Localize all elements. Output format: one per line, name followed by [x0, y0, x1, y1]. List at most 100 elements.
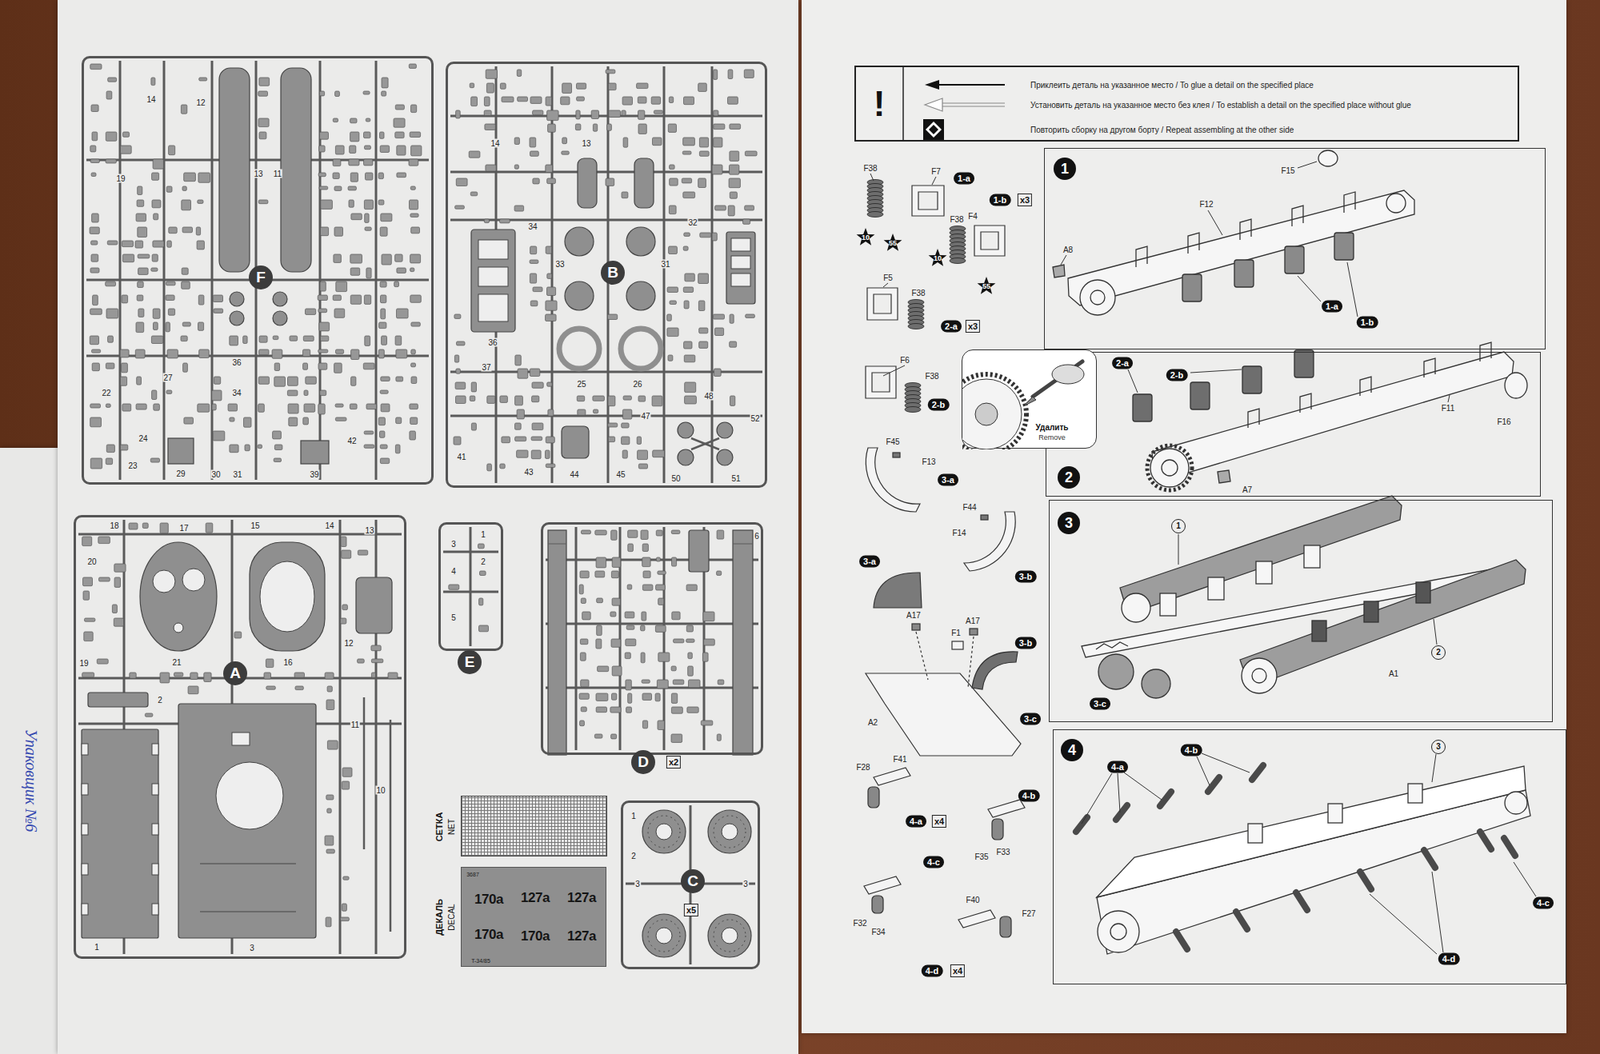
sprue-runner — [711, 66, 714, 484]
sprue-part — [612, 693, 617, 700]
text-anchor: 1 — [93, 943, 100, 952]
sprue-part — [626, 227, 656, 256]
sprue-part — [478, 544, 485, 549]
step-drawing — [1150, 448, 1189, 488]
text-anchor: 31 — [660, 260, 671, 269]
sprue-part — [456, 396, 467, 404]
sprue-part — [581, 530, 592, 535]
sprue-part — [99, 577, 111, 582]
sprue-part — [371, 645, 381, 652]
sprue-part — [668, 124, 676, 132]
sprue-part — [272, 311, 288, 326]
sprue-part — [380, 444, 388, 449]
sprue-runner — [389, 720, 392, 932]
sprue-part — [393, 118, 405, 128]
text-anchor: 2 — [1431, 645, 1446, 660]
text-anchor: 1 — [630, 812, 637, 821]
sprue-part — [547, 382, 552, 387]
text-anchor: F32 — [852, 919, 868, 928]
sprue-part — [548, 530, 567, 756]
part-name: F44 — [961, 503, 977, 512]
step-drawing — [1248, 342, 1492, 428]
sprue-part — [628, 693, 632, 704]
sprue-part-detail — [721, 824, 738, 840]
sprue-part — [580, 720, 585, 727]
sprue-part — [469, 396, 476, 402]
sprue-part — [378, 172, 384, 180]
sprue-part — [380, 227, 388, 236]
text-anchor: 12 — [195, 98, 206, 108]
sprue-part — [561, 151, 570, 155]
sprue-part — [396, 172, 407, 178]
step-number: 4 — [1060, 739, 1084, 762]
text-anchor: F6 — [899, 356, 911, 365]
sprue-part — [456, 178, 468, 187]
sprue-part — [136, 322, 144, 333]
step-drawing — [1052, 264, 1065, 278]
sprue-part — [576, 396, 584, 402]
sprue-part — [266, 686, 276, 690]
sprue-part — [729, 314, 734, 324]
sprue-part — [686, 639, 695, 643]
sprue-part — [350, 254, 363, 264]
sprue-part — [545, 164, 553, 172]
sprue-frame: E — [438, 522, 504, 652]
text-anchor: 50 — [670, 474, 681, 484]
text-anchor: 52 — [749, 414, 760, 424]
sprue-part — [257, 444, 262, 449]
step-drawing — [1312, 620, 1327, 642]
sprue-part — [343, 876, 349, 880]
sprue-part — [380, 132, 385, 139]
part-number: 14 — [145, 95, 156, 104]
text-anchor: 23 — [127, 461, 138, 471]
sprue-part — [728, 69, 733, 80]
text-anchor: x4 — [950, 964, 965, 978]
sprue-part — [677, 449, 694, 466]
sprue-part — [300, 440, 329, 464]
sprue-part — [610, 707, 621, 713]
sprue-part — [622, 409, 632, 420]
part-drawing — [964, 512, 1016, 572]
spring-part — [949, 258, 966, 264]
sprue-part — [229, 336, 239, 346]
sprue-part-detail — [721, 928, 738, 944]
step-drawing — [1364, 601, 1379, 623]
text-anchor: 1-b — [1356, 316, 1379, 329]
sprue-runner — [443, 591, 499, 594]
text-anchor: D — [631, 750, 656, 775]
sprue-frame: Dx2 — [540, 522, 764, 756]
part-drawing — [988, 800, 1025, 818]
text-anchor: F45 — [884, 437, 900, 447]
part-number: 3 — [634, 880, 641, 889]
sprue-part — [138, 268, 149, 275]
part-number: 3 — [248, 944, 256, 953]
text-anchor: 1-b — [989, 194, 1012, 207]
step-drawing — [1161, 460, 1178, 476]
text-anchor: 3 — [248, 944, 256, 953]
sprue-part — [81, 729, 159, 939]
step-drawing — [1294, 350, 1314, 378]
sprue-part — [380, 404, 390, 412]
sprue-part — [408, 159, 419, 166]
text-anchor: A1 — [1388, 669, 1400, 679]
sprue-part — [121, 295, 128, 304]
step-drawing — [1284, 246, 1304, 274]
sprue-part — [652, 450, 665, 458]
sprue-part — [90, 308, 103, 315]
sprue-part — [409, 132, 420, 138]
sprue-part — [531, 450, 541, 460]
substep-callout: 4-a — [1107, 761, 1128, 774]
sprue-part — [652, 137, 663, 146]
text-anchor: x5 — [684, 904, 699, 917]
sprue-part — [479, 625, 489, 632]
sprue-part — [682, 151, 692, 155]
sprue-part — [320, 281, 326, 292]
sprue-part — [120, 349, 129, 358]
sprue-part — [545, 464, 556, 468]
legend-sample — [925, 121, 942, 138]
decal-note: T-34/85 — [471, 958, 491, 964]
sprue-part-detail — [232, 732, 250, 746]
sprue-part-detail — [478, 267, 508, 287]
sprue-part — [545, 246, 552, 254]
text-anchor: F38 — [948, 215, 964, 224]
